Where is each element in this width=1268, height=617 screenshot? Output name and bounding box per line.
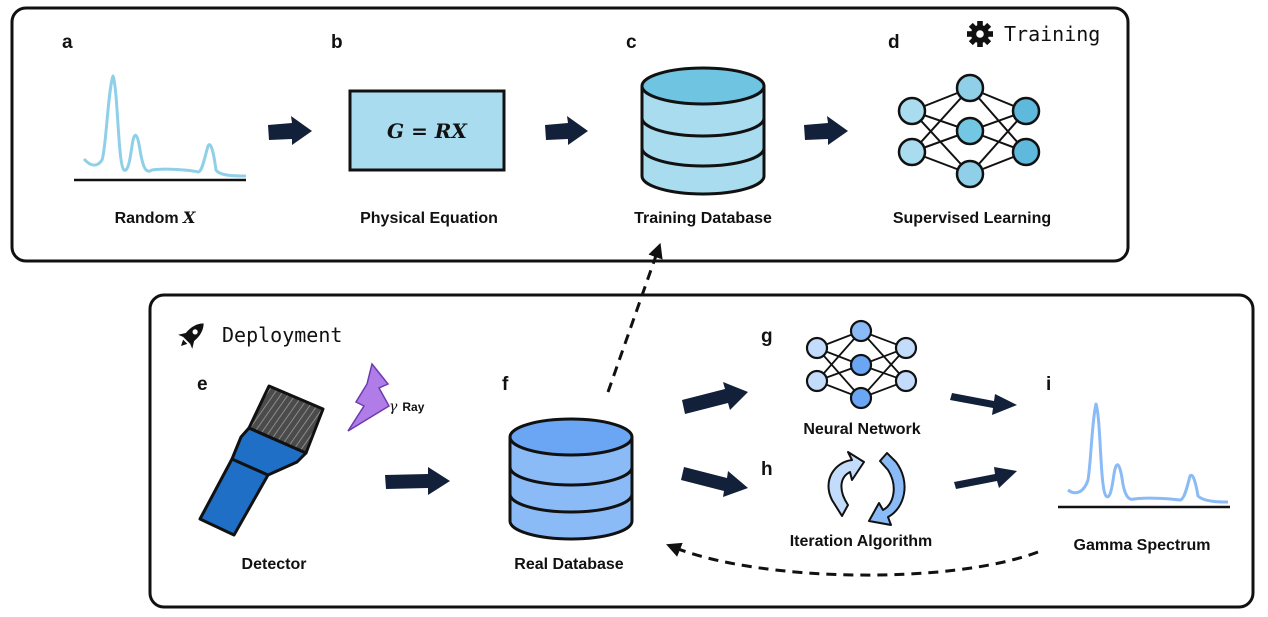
gamma-spectrum-plot [1058, 402, 1230, 509]
deployment-heading: Deployment [222, 323, 342, 347]
panel-letter-d: d [888, 32, 900, 53]
caption-gamma-spectrum: Gamma Spectrum [1074, 537, 1211, 554]
caption-neural-network: Neural Network [803, 421, 920, 438]
arrow-h-to-i [954, 467, 1017, 489]
panel-letter-i: i [1046, 374, 1051, 395]
real-database-icon [508, 417, 634, 541]
detector-icon [198, 384, 325, 537]
lightning-icon [347, 362, 391, 432]
caption-detector: Detector [242, 556, 307, 573]
panel-letter-c: c [626, 32, 637, 53]
neural-network-icon [805, 319, 918, 410]
panel-letter-g: g [761, 326, 773, 347]
supervised-network-icon [897, 73, 1041, 189]
feedback-arrow-to-training-database [606, 242, 663, 393]
arrow-b-to-c [545, 116, 588, 145]
panel-letter-b: b [331, 32, 343, 53]
caption-random-x: Random X [115, 208, 196, 227]
random-spectrum-plot [74, 74, 247, 182]
arrow-f-to-g [682, 382, 748, 414]
arrow-a-to-b [268, 116, 312, 145]
gear-icon [967, 21, 993, 47]
equation-text: G = RX [387, 119, 468, 143]
equation-box [348, 89, 506, 172]
feedback-arrow-to-real-database [666, 542, 1039, 577]
caption-physical-equation: Physical Equation [360, 210, 498, 227]
caption-iteration-algorithm: Iteration Algorithm [790, 533, 933, 550]
cycle-arrows-icon [827, 451, 906, 526]
arrow-e-to-f [385, 467, 450, 495]
panel-letter-h: h [761, 459, 773, 480]
training-heading: Training [1004, 22, 1100, 46]
caption-supervised-learning: Supervised Learning [893, 210, 1051, 227]
arrow-f-to-h [681, 467, 748, 497]
arrow-g-to-i [950, 393, 1017, 415]
caption-training-database: Training Database [634, 210, 772, 227]
arrow-c-to-d [804, 116, 848, 145]
panel-letter-f: f [502, 374, 509, 395]
training-database-icon [640, 66, 766, 196]
training-panel: Training a Random X b G = RX Physical Eq… [10, 6, 1130, 263]
caption-real-database: Real Database [514, 556, 623, 573]
panel-letter-a: a [62, 32, 73, 53]
panel-letter-e: e [197, 374, 208, 395]
